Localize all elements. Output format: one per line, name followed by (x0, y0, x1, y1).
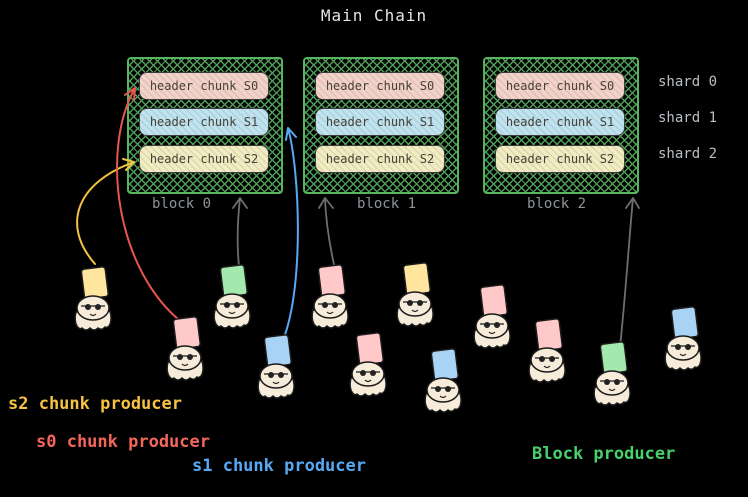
legend-s0-chunk-producer: s0 chunk producer (36, 432, 210, 452)
block-0-label: block 0 (152, 196, 212, 212)
legend-s1-chunk-producer: s1 chunk producer (192, 456, 366, 476)
producer-character-blue (664, 306, 702, 371)
block-1-chunk-header-s2: header chunk S2 (315, 145, 445, 173)
legend-s2-chunk-producer: s2 chunk producer (8, 394, 182, 414)
producer-character-blue (257, 334, 295, 399)
producer-character-yellow (74, 266, 112, 331)
block-1-chunk-header-s0: header chunk S0 (315, 72, 445, 100)
block-0-chunk-header-s1: header chunk S1 (139, 108, 269, 136)
shard-2-label: shard 2 (658, 146, 718, 162)
block-0: header chunk S0 header chunk S1 header c… (127, 57, 283, 194)
shard-1-label: shard 1 (658, 110, 718, 126)
producer-character-pink (166, 316, 204, 381)
producer-character-green (213, 264, 251, 329)
arrow-block-producer-to-block0 (232, 197, 248, 294)
block-2-chunk-header-s2: header chunk S2 (495, 145, 625, 173)
block-0-chunk-header-s2: header chunk S2 (139, 145, 269, 173)
diagram-title: Main Chain (320, 6, 428, 25)
producer-character-pink (349, 332, 387, 397)
producer-character-pink (311, 264, 349, 329)
block-2-label: block 2 (527, 196, 587, 212)
producer-character-green (593, 341, 631, 406)
producer-character-yellow (396, 262, 434, 327)
block-2-chunk-header-s1: header chunk S1 (495, 108, 625, 136)
block-1: header chunk S0 header chunk S1 header c… (303, 57, 459, 194)
producer-character-blue (424, 348, 462, 413)
block-2: header chunk S0 header chunk S1 header c… (483, 57, 639, 194)
arrow-block-producer-to-block1 (318, 197, 342, 294)
producer-characters (74, 262, 702, 413)
block-0-chunk-header-s0: header chunk S0 (139, 72, 269, 100)
block-2-chunk-header-s0: header chunk S0 (495, 72, 625, 100)
producer-character-pink (473, 284, 511, 349)
shard-0-label: shard 0 (658, 74, 718, 90)
legend-block-producer: Block producer (532, 444, 676, 464)
block-1-label: block 1 (357, 196, 417, 212)
arrow-s1-producer-to-block0 (282, 127, 299, 341)
arrow-s2-producer-to-block0 (76, 158, 135, 265)
producer-character-pink (528, 318, 566, 383)
block-1-chunk-header-s1: header chunk S1 (315, 108, 445, 136)
arrow-block-producer-to-block2 (619, 197, 640, 348)
